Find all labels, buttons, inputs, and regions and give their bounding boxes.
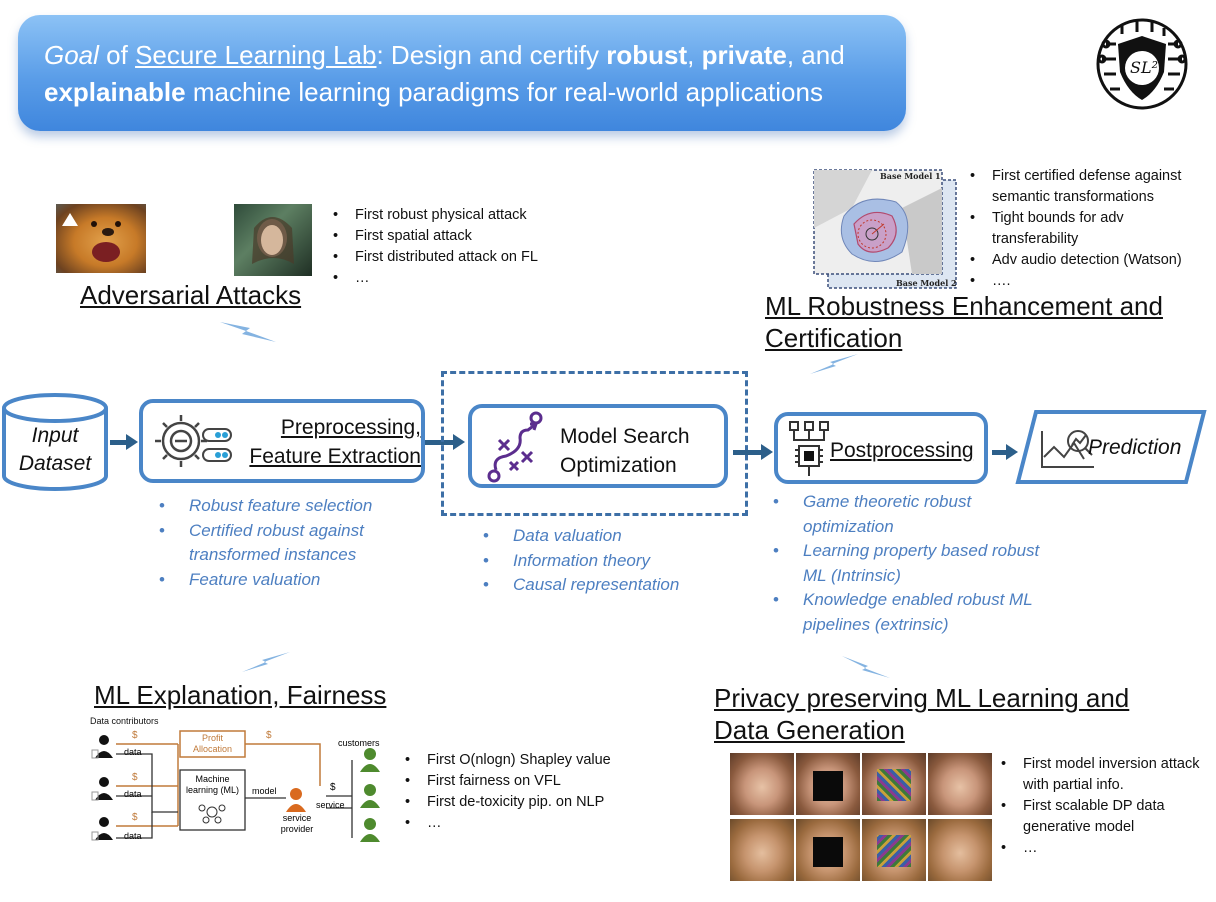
model-search-points: Data valuation Information theory Causal…	[483, 524, 743, 598]
base-model-1-label: Base Model 1	[880, 171, 941, 181]
list-item: First spatial attack	[331, 226, 591, 247]
robustness-title: ML Robustness Enhancement and Certificat…	[765, 291, 1163, 353]
dollar-label: $	[132, 730, 138, 741]
dollar-label: $	[132, 812, 138, 823]
lab-logo: SL²	[1092, 14, 1192, 114]
face-image	[730, 753, 794, 815]
list-item: Learning property based robust ML (Intri…	[773, 539, 1043, 588]
dollar-label: $	[132, 772, 138, 783]
masked-face-image	[796, 819, 860, 881]
list-item: First scalable DP data generative model	[999, 796, 1213, 838]
explanation-title: ML Explanation, Fairness	[94, 680, 387, 710]
profit-allocation-label: Profit Allocation	[192, 733, 233, 754]
lightning-icon	[810, 354, 858, 374]
lightning-icon	[220, 322, 276, 342]
model-label: model	[252, 786, 277, 796]
list-item: Data valuation	[483, 524, 743, 549]
dollar-label: $	[330, 782, 336, 793]
noisy-face-image	[862, 753, 926, 815]
list-item: Certified robust against transformed ins…	[159, 519, 429, 568]
decision-boundary-figure: Base Model 1 Base Model 2	[812, 168, 958, 290]
flow-arrow	[110, 434, 138, 450]
ml-label: Machine learning (ML)	[185, 774, 240, 795]
preprocessing-points: Robust feature selection Certified robus…	[159, 494, 429, 592]
data-label: data	[124, 831, 142, 841]
model-dashed-region	[441, 371, 748, 516]
list-item: Feature valuation	[159, 568, 429, 593]
flow-arrow	[992, 444, 1018, 460]
logo-text: SL²	[1130, 58, 1158, 77]
list-item: …	[403, 813, 643, 834]
list-item: Causal representation	[483, 573, 743, 598]
list-item: …	[999, 838, 1213, 859]
list-item: Game theoretic robust optimization	[773, 490, 1043, 539]
prediction-node: Prediction	[1014, 409, 1208, 485]
face-grid	[730, 753, 994, 885]
postprocessing-points: Game theoretic robust optimization Learn…	[773, 490, 1043, 637]
adversarial-bullets: First robust physical attack First spati…	[331, 205, 591, 289]
adversarial-title: Adversarial Attacks	[80, 280, 302, 310]
list-item: Tight bounds for adv transferability	[968, 208, 1208, 250]
data-label: data	[124, 789, 142, 799]
postprocessing-box: Postprocessing	[774, 412, 988, 484]
chip-icon	[789, 421, 829, 476]
list-item: First model inversion attack with partia…	[999, 754, 1213, 796]
list-item: ….	[968, 271, 1208, 292]
service-provider-label: service provider	[280, 813, 314, 834]
shapley-diagram: Data contributors data data data $ $ $ $…	[90, 716, 400, 850]
input-dataset-node: Input Dataset	[0, 392, 110, 492]
explanation-bullets: First O(nlogn) Shapley value First fairn…	[403, 750, 643, 834]
robustness-bullets: First certified defense against semantic…	[968, 166, 1208, 292]
noisy-face-image	[862, 819, 926, 881]
strategy-icon	[487, 411, 543, 483]
list-item: First distributed attack on FL	[331, 247, 591, 268]
list-item: First O(nlogn) Shapley value	[403, 750, 643, 771]
dollar-label: $	[266, 730, 272, 741]
prediction-label: Prediction	[1088, 436, 1182, 459]
list-item: First de-toxicity pip. on NLP	[403, 792, 643, 813]
list-item: Information theory	[483, 549, 743, 574]
person-photo	[234, 204, 312, 276]
service-label: service	[316, 800, 345, 810]
list-item: Adv audio detection (Watson)	[968, 250, 1208, 271]
model-search-label: Model Search Optimization	[560, 425, 690, 477]
list-item: First robust physical attack	[331, 205, 591, 226]
list-item: …	[331, 268, 591, 289]
list-item: First certified defense against semantic…	[968, 166, 1208, 208]
preprocessing-box: Preprocessing, Feature Extraction	[139, 399, 425, 483]
masked-face-image	[796, 753, 860, 815]
face-image	[928, 753, 992, 815]
postprocessing-label: Postprocessing	[830, 439, 974, 462]
goal-banner: Goal of Secure Learning Lab: Design and …	[18, 15, 906, 131]
list-item: First fairness on VFL	[403, 771, 643, 792]
lightning-icon	[842, 656, 890, 678]
data-label: data	[124, 747, 142, 757]
flow-arrow	[425, 434, 465, 450]
face-image	[730, 819, 794, 881]
dog-photo	[56, 204, 146, 273]
list-item: Knowledge enabled robust ML pipelines (e…	[773, 588, 1043, 637]
privacy-title: Privacy preserving ML Learning and Data …	[714, 683, 1130, 745]
lightning-icon	[242, 652, 290, 672]
flow-arrow	[733, 444, 773, 460]
gear-icon	[155, 415, 232, 467]
preprocessing-label: Preprocessing, Feature Extraction	[249, 416, 421, 468]
face-image	[928, 819, 992, 881]
customers-label: customers	[338, 738, 380, 748]
list-item: Robust feature selection	[159, 494, 429, 519]
base-model-2-label: Base Model 2	[896, 278, 957, 288]
model-search-box: Model Search Optimization	[468, 404, 728, 488]
input-dataset-label: Input Dataset	[18, 424, 92, 475]
goal-word: Goal	[44, 40, 99, 70]
contributors-label: Data contributors	[90, 716, 159, 726]
privacy-bullets: First model inversion attack with partia…	[999, 754, 1213, 859]
lab-name: Secure Learning Lab	[135, 40, 377, 70]
